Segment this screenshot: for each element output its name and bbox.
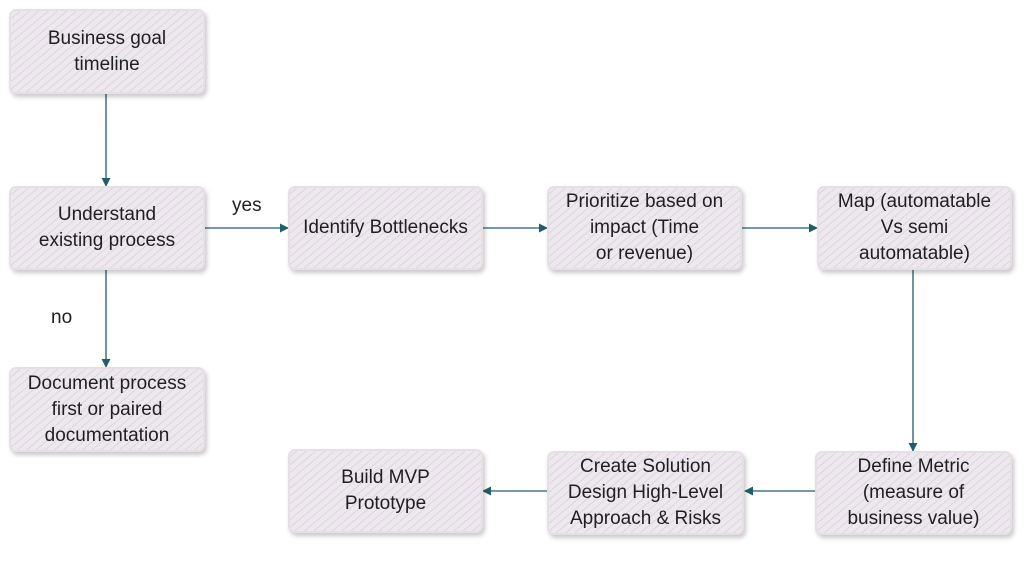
- edge-label-yes: yes: [232, 195, 262, 216]
- node-prioritize-impact: Prioritize based on impact (Time or reve…: [547, 186, 742, 270]
- node-business-goal-timeline: Business goal timeline: [9, 9, 205, 94]
- node-understand-existing-process: Understand existing process: [9, 186, 205, 270]
- node-document-process: Document process first or paired documen…: [9, 367, 205, 452]
- edge-label-no: no: [51, 307, 73, 328]
- node-build-mvp-prototype: Build MVP Prototype: [288, 449, 483, 533]
- node-create-solution-design: Create Solution Design High-Level Approa…: [547, 451, 744, 535]
- node-identify-bottlenecks: Identify Bottlenecks: [288, 186, 483, 270]
- node-define-metric: Define Metric (measure of business value…: [815, 451, 1012, 535]
- node-map-automatable: Map (automatable Vs semi automatable): [817, 186, 1012, 270]
